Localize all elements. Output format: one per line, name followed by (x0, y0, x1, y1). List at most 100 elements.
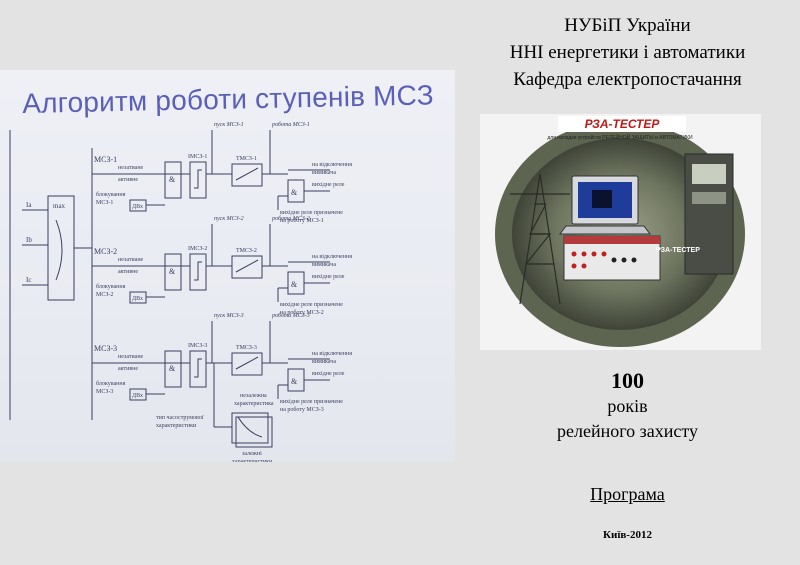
trip-label2-2: вимикача (312, 359, 336, 365)
switch-upper-0: незатиане (118, 165, 144, 171)
organization-block: НУБіП України ННІ енергетики і автоматик… (455, 12, 800, 93)
max-block (47, 195, 75, 301)
banner-background (558, 116, 686, 132)
block-label2-1: МСЗ-2 (96, 292, 113, 298)
timer-block-1 (231, 255, 263, 279)
dvh-label-0: ДВх (132, 204, 143, 210)
stage-name-0: МСЗ-1 (94, 155, 117, 164)
anniversary-number: 100 (611, 368, 644, 393)
timer-label-2: ТМСЗ-3 (236, 345, 257, 351)
input-label-0: Ia (26, 201, 32, 209)
stage-name-1: МСЗ-2 (94, 247, 117, 256)
university-name: НУБіП України (564, 15, 691, 36)
timer-block-2 (231, 352, 263, 376)
assign-label2-0: на роботу МСЗ-1 (280, 217, 324, 224)
start-label-2: пуск МСЗ-3 (214, 313, 244, 319)
right-panel: НУБіП України ННІ енергетики і автоматик… (455, 0, 800, 565)
and-sign-1: & (169, 267, 176, 276)
and-sign-out-2: & (291, 377, 298, 386)
max-label: max (53, 202, 66, 210)
and-gate-0 (164, 161, 182, 199)
dvh-label-2: ДВх (132, 393, 143, 399)
max-curve (55, 219, 63, 281)
anniversary-block: 100 років релейного захисту (455, 368, 800, 444)
setting-label-2: IМСЗ-3 (188, 343, 207, 349)
relay-label-2: вихідне реле (312, 371, 345, 377)
anniversary-line2: релейного захисту (556, 421, 698, 441)
timer-label-0: ТМСЗ-1 (236, 156, 257, 162)
threshold-block-1 (189, 253, 207, 291)
assign-label-1: вихідне реле призначене (280, 302, 343, 308)
input-label-2: Ic (26, 276, 31, 284)
and-sign-2: & (169, 364, 176, 373)
threshold-curve-2 (194, 358, 202, 378)
dependent-label2: характеристики (232, 459, 273, 462)
and-sign-0: & (169, 175, 176, 184)
cd-disc-graphic: РЗА-ТЕСТЕР для наладки устройств РЕЛЕЙНО… (495, 116, 745, 347)
trip-label-1: на відключення (312, 254, 352, 260)
trip-label2-1: вимикача (312, 262, 336, 268)
block-label2-0: МСЗ-1 (96, 200, 113, 206)
block-label2-2: МСЗ-3 (96, 389, 113, 395)
time-type-label: тип часострумової (156, 415, 204, 421)
trip-label-0: на відключення (312, 162, 352, 168)
banner-subtitle: для наладки устройств РЕЛЕЙНОЙ ЗАЩИТЫ и … (547, 133, 693, 141)
institute-name: ННІ енергетики і автоматики (509, 42, 746, 63)
assign-label-0: вихідне реле призначене (280, 210, 343, 216)
and-sign-out-1: & (291, 280, 298, 289)
setting-label-1: IМСЗ-2 (188, 246, 207, 252)
block-label-0: блокування (96, 191, 126, 198)
trip-label-2: на відключення (312, 351, 352, 357)
time-type-label2: характеристики (156, 423, 197, 429)
block-label-1: блокування (96, 283, 126, 290)
relay-label-0: вихідне реле (312, 182, 345, 188)
cd-cover-image: РЗА-ТЕСТЕР для наладки устройств РЕЛЕЙНО… (480, 114, 761, 350)
timer-diag-2 (235, 356, 259, 370)
dependent-block-shadow (235, 416, 273, 448)
stage-name-2: МСЗ-3 (94, 344, 117, 353)
assign-label2-2: на роботу МСЗ-3 (280, 406, 324, 413)
tester-device-icon (563, 235, 661, 281)
relay-label-1: вихідне реле (312, 274, 345, 280)
and-sign-out-0: & (291, 188, 298, 197)
input-label-1: Ib (26, 236, 32, 244)
dvh-label-1: ДВх (132, 296, 143, 302)
department-name: Кафедра електропостачання (513, 69, 742, 90)
work-label-0: робота МСЗ-1 (271, 121, 310, 128)
threshold-curve-1 (194, 261, 202, 281)
relay-protection-diagram: IaIbIcmaxМСЗ-1незатианеактивнеблокування… (9, 121, 352, 462)
trip-label2-0: вимикача (312, 170, 336, 176)
work-label-2: робота МСЗ-3 (271, 312, 310, 319)
threshold-block-2 (189, 350, 207, 388)
timer-label-1: ТМСЗ-2 (236, 248, 257, 254)
and-gate-1 (164, 253, 182, 291)
assign-label-2: вихідне реле призначене (280, 399, 343, 405)
banner-title: РЗА-ТЕСТЕР (585, 117, 661, 131)
timer-diag-0 (235, 167, 259, 181)
dependent-curve (237, 416, 263, 438)
independent-label: незалежна (240, 393, 267, 399)
threshold-curve-0 (194, 169, 202, 189)
work-label-1: робота МСЗ-2 (271, 215, 310, 222)
device-label: РЗА-ТЕСТЕР (656, 247, 700, 254)
timer-diag-1 (235, 259, 259, 273)
start-label-0: пуск МСЗ-1 (214, 122, 244, 128)
switch-upper-1: незатиане (118, 257, 144, 263)
power-pylon-icon (510, 173, 570, 305)
assign-label2-1: на роботу МСЗ-2 (280, 309, 324, 316)
laptop-icon (559, 175, 651, 235)
independent-label2: характеристика (234, 401, 274, 407)
switch-lower-2: активне (118, 366, 138, 372)
switch-lower-1: активне (118, 269, 138, 275)
timer-block-0 (231, 163, 263, 187)
threshold-block-0 (189, 161, 207, 199)
place-year: Київ-2012 (603, 529, 652, 541)
dependent-block (231, 412, 269, 444)
anniversary-line1: років (607, 396, 648, 416)
dependent-label: залежні (242, 451, 262, 457)
and-gate-2 (164, 350, 182, 388)
setting-label-0: IМСЗ-1 (188, 154, 207, 160)
switch-lower-0: активне (118, 177, 138, 183)
switch-upper-2: незатиане (118, 354, 144, 360)
